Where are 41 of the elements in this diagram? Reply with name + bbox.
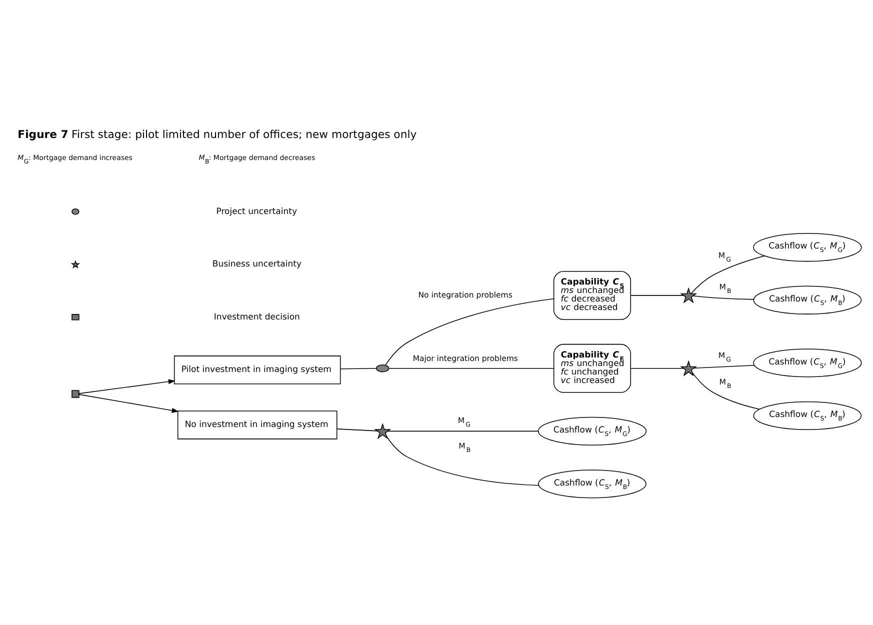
connector xyxy=(694,364,755,369)
connector xyxy=(336,428,378,432)
node-box xyxy=(72,390,80,398)
edge-label: Major integration problems xyxy=(412,354,518,363)
node-ellipse: Cashflow (C$_{S}$, M$_{B}$) xyxy=(753,401,862,430)
legend-label: Business uncertainty xyxy=(212,260,302,270)
node-star xyxy=(374,422,392,440)
connector xyxy=(630,368,684,369)
node-ellipse: Cashflow (C$_{S}$, M$_{G}$) xyxy=(538,416,647,446)
node-box: Capability C$_{S}$ ms unchanged fc decreased vc decreased xyxy=(553,271,631,320)
connector xyxy=(386,436,540,486)
edge-label: No integration problems xyxy=(418,290,512,300)
node-box: Capability C$_{F}$ ms unchanged fc unchanged vc increased xyxy=(553,344,631,393)
edge-label: M$_{B}$ xyxy=(458,442,471,454)
node-box: No investment in imaging system xyxy=(177,410,338,440)
edge-label: M$_{B}$ xyxy=(719,282,732,296)
legend-label: Project uncertainty xyxy=(216,206,298,217)
node-ellipse: Cashflow (C$_{S}$, M$_{G}$) xyxy=(753,348,862,378)
edge-label: M$_{G}$ xyxy=(718,350,731,364)
edge-label: M$_{B}$ xyxy=(719,377,732,390)
node-ellipse: Cashflow (C$_{S}$, M$_{B}$) xyxy=(753,286,862,314)
connector xyxy=(388,368,554,369)
connector xyxy=(692,372,760,410)
node-ellipse xyxy=(376,364,390,372)
connector xyxy=(690,256,765,294)
edge-label: M$_{G}$ xyxy=(718,250,731,264)
arrow xyxy=(78,394,179,413)
connector xyxy=(692,296,754,300)
edge-label: M$_{G}$ xyxy=(458,416,470,429)
legend-label: Investment decision xyxy=(214,312,300,322)
node-ellipse: Cashflow (C$_{S}$, M$_{B}$) xyxy=(538,470,646,498)
connector xyxy=(385,298,554,366)
node-ellipse: Cashflow (C$_{S}$, M$_{G}$) xyxy=(753,232,862,262)
node-star xyxy=(680,287,698,304)
arrow xyxy=(78,379,176,394)
connector xyxy=(387,430,538,432)
connector xyxy=(630,295,684,296)
node-box: Pilot investment in imaging system xyxy=(174,356,341,384)
node-star xyxy=(680,360,698,376)
diagram-title: Figure 7 First stage: pilot limited number of offices; new mortgages only xyxy=(18,128,417,142)
connector xyxy=(340,368,377,370)
